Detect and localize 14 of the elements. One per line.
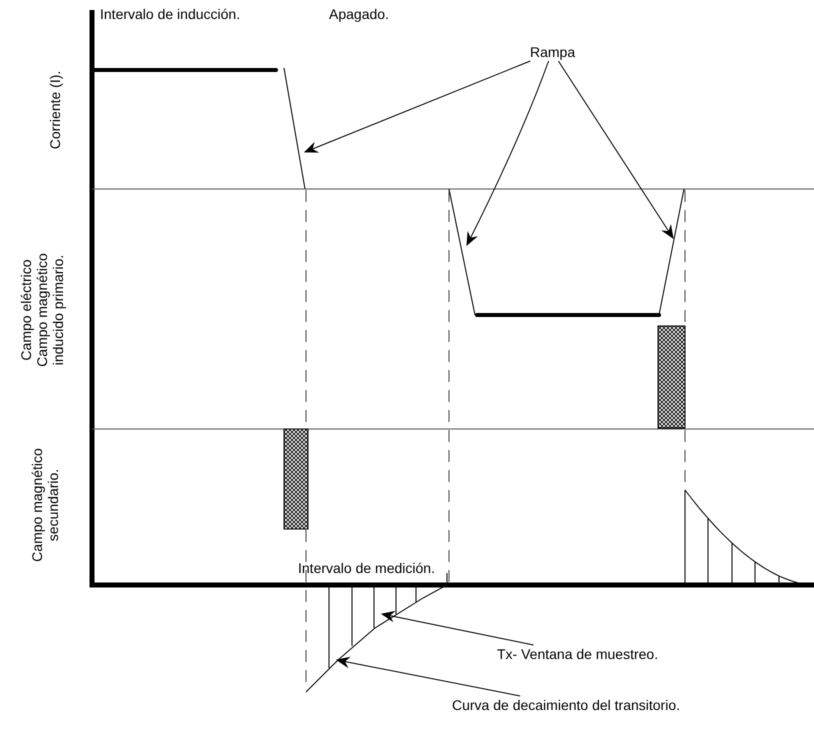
callout-text: Rampa <box>530 44 576 60</box>
callout-text: Tx- Ventana de muestreo. <box>497 646 658 662</box>
callout-text: Curva de decaimiento del transitorio. <box>452 697 680 713</box>
leader-line <box>466 60 550 246</box>
axis-label: Campo eléctrico Campo magnético inducido primario. <box>18 252 66 369</box>
leader-line <box>380 610 534 646</box>
axis-label: Campo magnético secundario. <box>29 447 61 564</box>
leader-line <box>336 656 521 696</box>
interval-label: Intervalo de medición. <box>298 560 435 576</box>
interval-label: Apagado. <box>329 6 389 22</box>
axis-label: Corriente (I). <box>47 70 63 152</box>
leader-line <box>558 60 674 239</box>
interval-label: Intervalo de inducción. <box>100 6 240 22</box>
leader-line <box>304 60 531 153</box>
